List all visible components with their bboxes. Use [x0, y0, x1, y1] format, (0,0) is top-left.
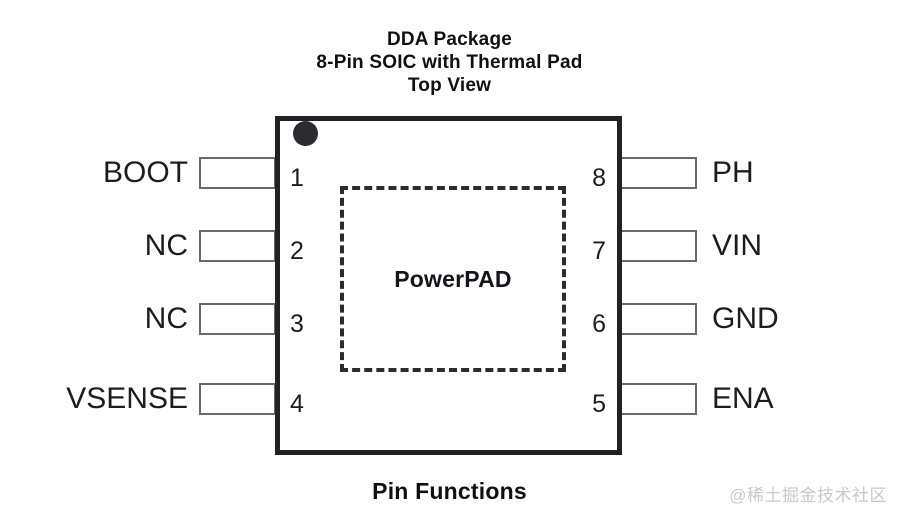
- watermark-text: @稀土掘金技术社区: [729, 486, 887, 505]
- diagram-caption: Pin Functions: [372, 478, 527, 504]
- pin-label-ph: PH: [712, 156, 754, 189]
- pin-number-1: 1: [290, 164, 304, 192]
- lead-pin-7: [620, 230, 697, 262]
- pin-label-ena: ENA: [712, 382, 774, 415]
- pin1-marker-dot: [293, 121, 318, 146]
- pin-number-6: 6: [592, 310, 606, 338]
- title-line-3: Top View: [407, 75, 492, 96]
- pin-number-5: 5: [592, 390, 606, 418]
- pin-number-3: 3: [290, 310, 304, 338]
- title-line-1: DDA Package: [386, 29, 513, 50]
- pin-label-boot: BOOT: [102, 156, 188, 189]
- diagram-title: DDA Package 8-Pin SOIC with Thermal Pad …: [0, 28, 899, 97]
- thermal-pad-outline: PowerPAD: [340, 186, 566, 372]
- title-line-2: 8-Pin SOIC with Thermal Pad: [316, 52, 583, 73]
- lead-pin-6: [620, 303, 697, 335]
- pin-number-2: 2: [290, 237, 304, 265]
- thermal-pad-label: PowerPAD: [394, 265, 512, 292]
- pin-number-7: 7: [592, 237, 606, 265]
- pin-label-gnd: GND: [712, 302, 779, 335]
- lead-pin-5: [620, 383, 697, 415]
- pin-label-vsense: VSENSE: [66, 382, 188, 415]
- lead-pin-4: [199, 383, 276, 415]
- lead-pin-2: [199, 230, 276, 262]
- lead-pin-1: [199, 157, 276, 189]
- pin-number-8: 8: [592, 164, 606, 192]
- pin-label-nc-2: NC: [144, 229, 188, 262]
- lead-pin-8: [620, 157, 697, 189]
- pin-label-nc-3: NC: [144, 302, 188, 335]
- lead-pin-3: [199, 303, 276, 335]
- pin-number-4: 4: [290, 390, 304, 418]
- pin-label-vin: VIN: [712, 229, 763, 262]
